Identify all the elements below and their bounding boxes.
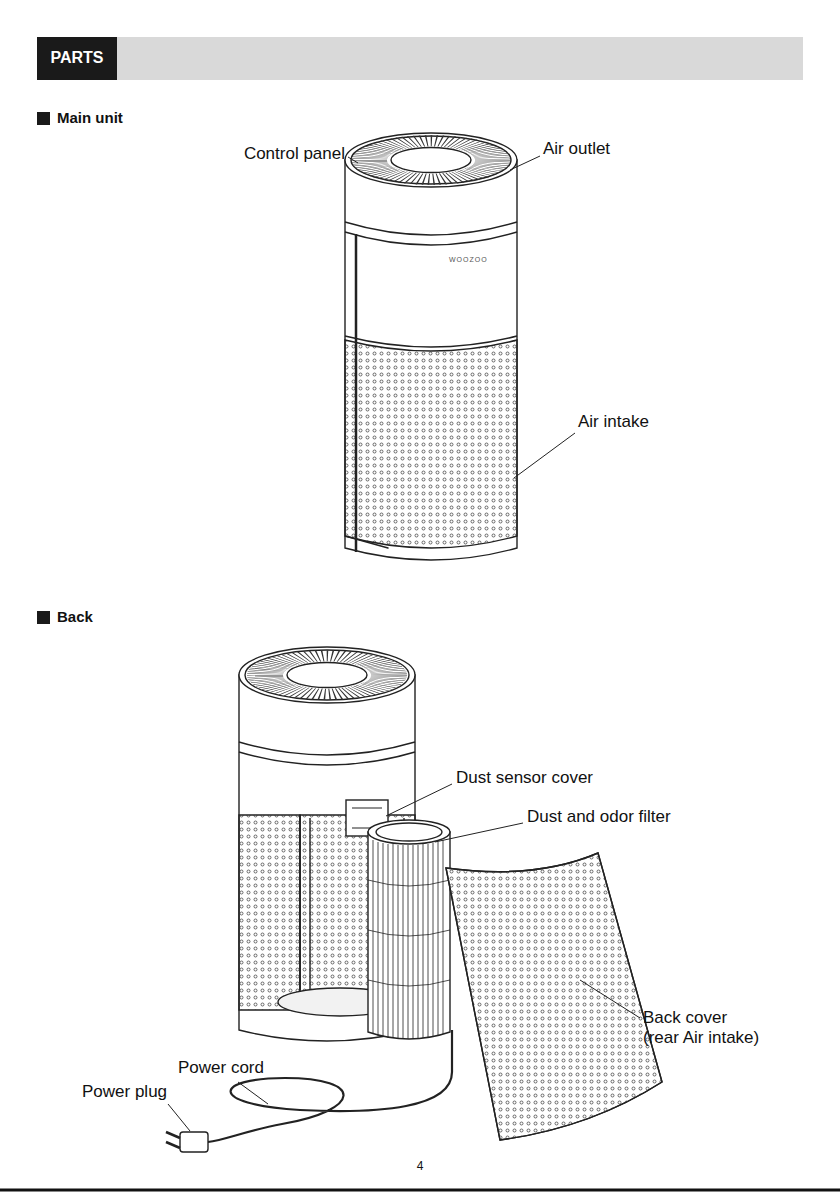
back-view-drawing (166, 647, 662, 1152)
section-title: PARTS (50, 49, 103, 67)
part-label: Control panel (244, 144, 345, 164)
page-rule (0, 1189, 840, 1192)
brand-logo: WOOZOO (449, 256, 488, 264)
header-tab (37, 37, 117, 80)
part-label: Dust and odor filter (527, 807, 671, 827)
part-label: Back cover (rear Air intake) (643, 1008, 765, 1047)
header-bar (37, 37, 803, 80)
part-label: Power cord (178, 1058, 264, 1078)
section-bullet (37, 611, 50, 624)
section-bullet (37, 112, 50, 125)
section-heading: Main unit (57, 109, 123, 126)
part-label: Dust sensor cover (456, 768, 593, 788)
part-label: Air outlet (543, 139, 610, 159)
part-label: Air intake (578, 412, 649, 432)
leader-lines (168, 156, 640, 1131)
main-unit-drawing (345, 133, 517, 560)
section-heading: Back (57, 608, 93, 625)
page-number: 4 (417, 1160, 424, 1174)
part-label: Power plug (82, 1082, 167, 1102)
